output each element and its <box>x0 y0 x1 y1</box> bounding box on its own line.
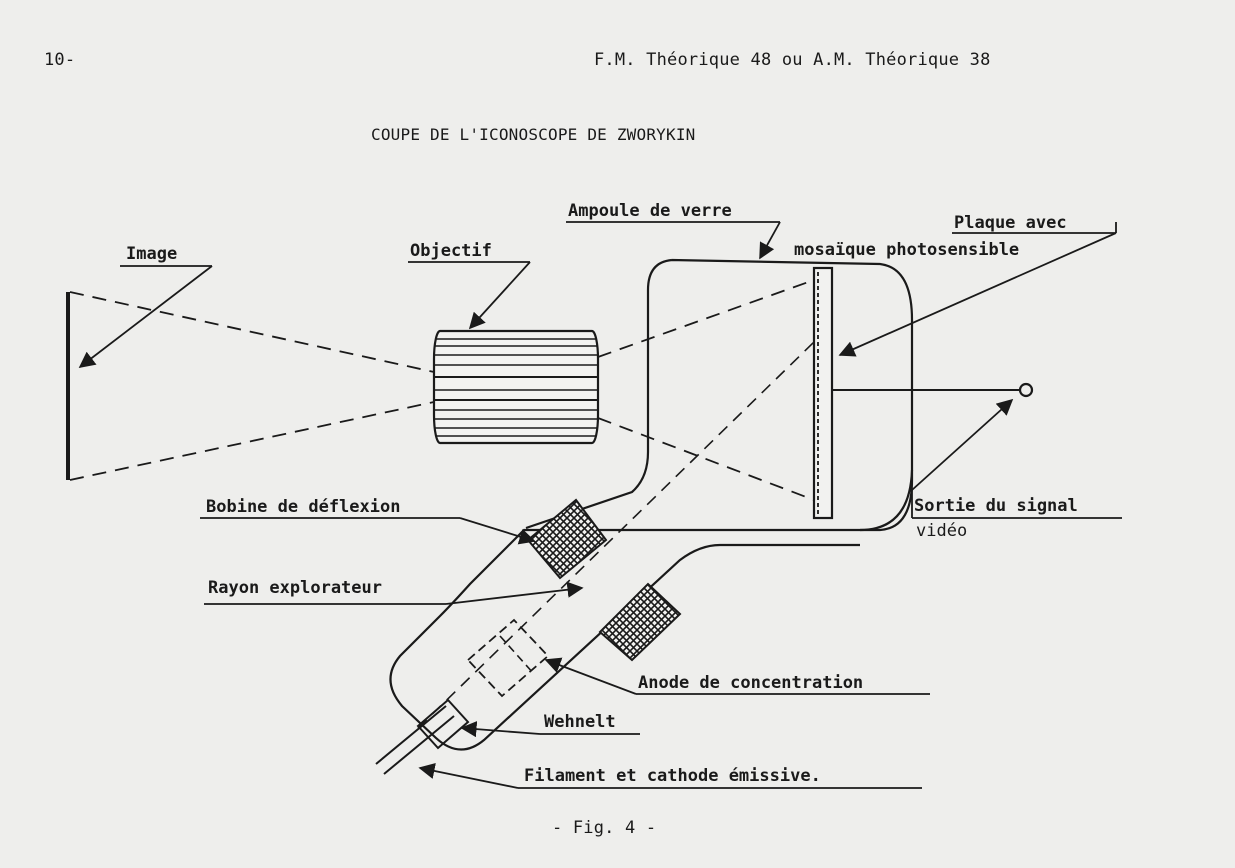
label-image: Image <box>126 244 177 264</box>
deflection-coils <box>526 498 682 662</box>
leader-arrows <box>78 221 1117 789</box>
header-reference: F.M. Théorique 48 ou A.M. Théorique 38 <box>594 50 991 70</box>
electron-beam <box>417 341 815 729</box>
label-objectif: Objectif <box>410 241 492 261</box>
concentration-anode <box>466 618 550 698</box>
signal-terminal <box>1018 382 1034 398</box>
label-bobine: Bobine de déflexion <box>206 497 400 517</box>
filament-wire <box>375 705 447 765</box>
label-plaque-2: mosaïque photosensible <box>794 240 1019 260</box>
label-ampoule: Ampoule de verre <box>568 201 732 221</box>
diagram-title: COUPE DE L'ICONOSCOPE DE ZWORYKIN <box>371 125 696 144</box>
label-underlines <box>120 221 1122 789</box>
objectif-lens <box>432 329 600 445</box>
light-rays <box>69 279 815 501</box>
label-sortie-2: vidéo <box>916 521 967 541</box>
label-plaque-1: Plaque avec <box>954 213 1067 233</box>
figure-caption: - Fig. 4 - <box>552 818 657 838</box>
label-rayon: Rayon explorateur <box>208 578 382 598</box>
mosaic-plate <box>812 266 834 520</box>
label-filament: Filament et cathode émissive. <box>524 766 821 786</box>
label-sortie-1: Sortie du signal <box>914 496 1078 516</box>
ampoule-de-verre <box>389 258 914 751</box>
label-anode: Anode de concentration <box>638 673 863 693</box>
label-wehnelt: Wehnelt <box>544 712 616 732</box>
page-number: 10- <box>44 50 76 70</box>
